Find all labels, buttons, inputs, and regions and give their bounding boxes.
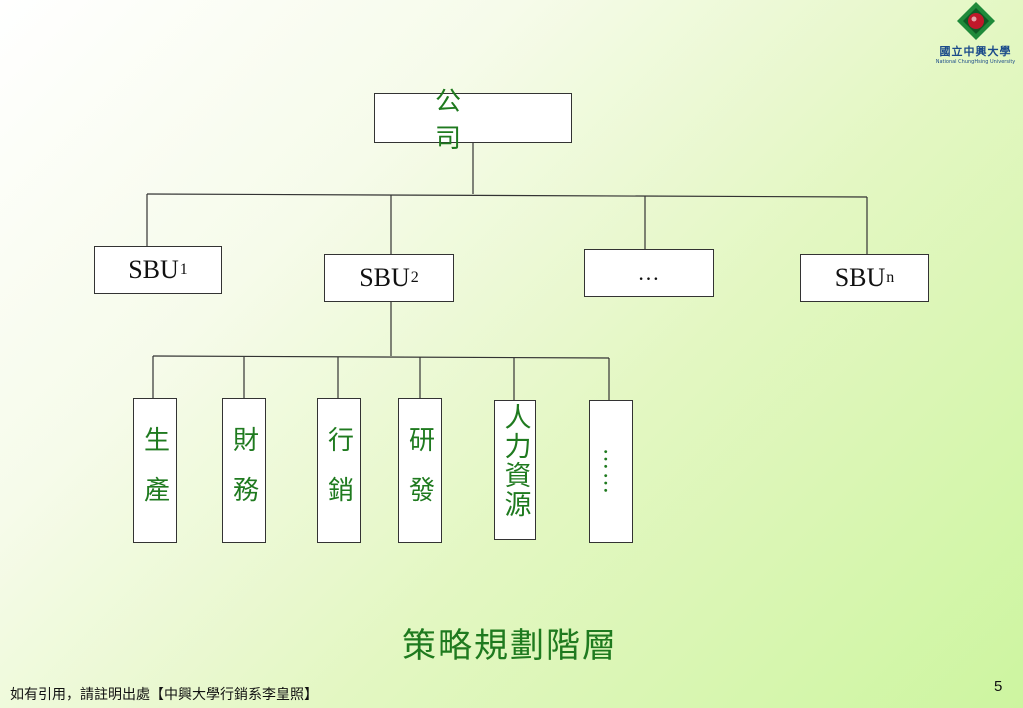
university-emblem-icon xyxy=(956,2,995,40)
dept-rnd: 研發 xyxy=(398,398,442,543)
sbu-subscript: 2 xyxy=(410,269,419,286)
sbu-label: SBU xyxy=(834,263,886,292)
slide-title: 策略規劃階層 xyxy=(402,626,618,666)
dept-finance: 財務 xyxy=(222,398,266,543)
sbu-label: SBU xyxy=(359,263,410,292)
company-node: 公司 xyxy=(374,87,572,154)
university-logo: 國立中興大學 National ChungHsing University xyxy=(928,0,1023,72)
sbu-subscript: n xyxy=(886,269,895,286)
sbu-node-ellipsis: … xyxy=(584,249,714,297)
page-number: 5 xyxy=(994,678,1003,695)
sbu-label: SBU xyxy=(128,255,179,284)
dept-hr: 人力資源 xyxy=(494,400,536,540)
sbu-label: … xyxy=(637,260,660,285)
citation-footer: 如有引用，請註明出處【中興大學行銷系李皇照】 xyxy=(10,687,318,703)
sbu-subscript: 1 xyxy=(179,261,188,278)
dept-more: …… xyxy=(589,400,633,543)
logo-subtitle: National ChungHsing University xyxy=(935,59,1016,65)
dept-marketing: 行銷 xyxy=(317,398,361,543)
dept-production: 生產 xyxy=(133,398,177,543)
logo-name: 國立中興大學 xyxy=(939,45,1012,58)
